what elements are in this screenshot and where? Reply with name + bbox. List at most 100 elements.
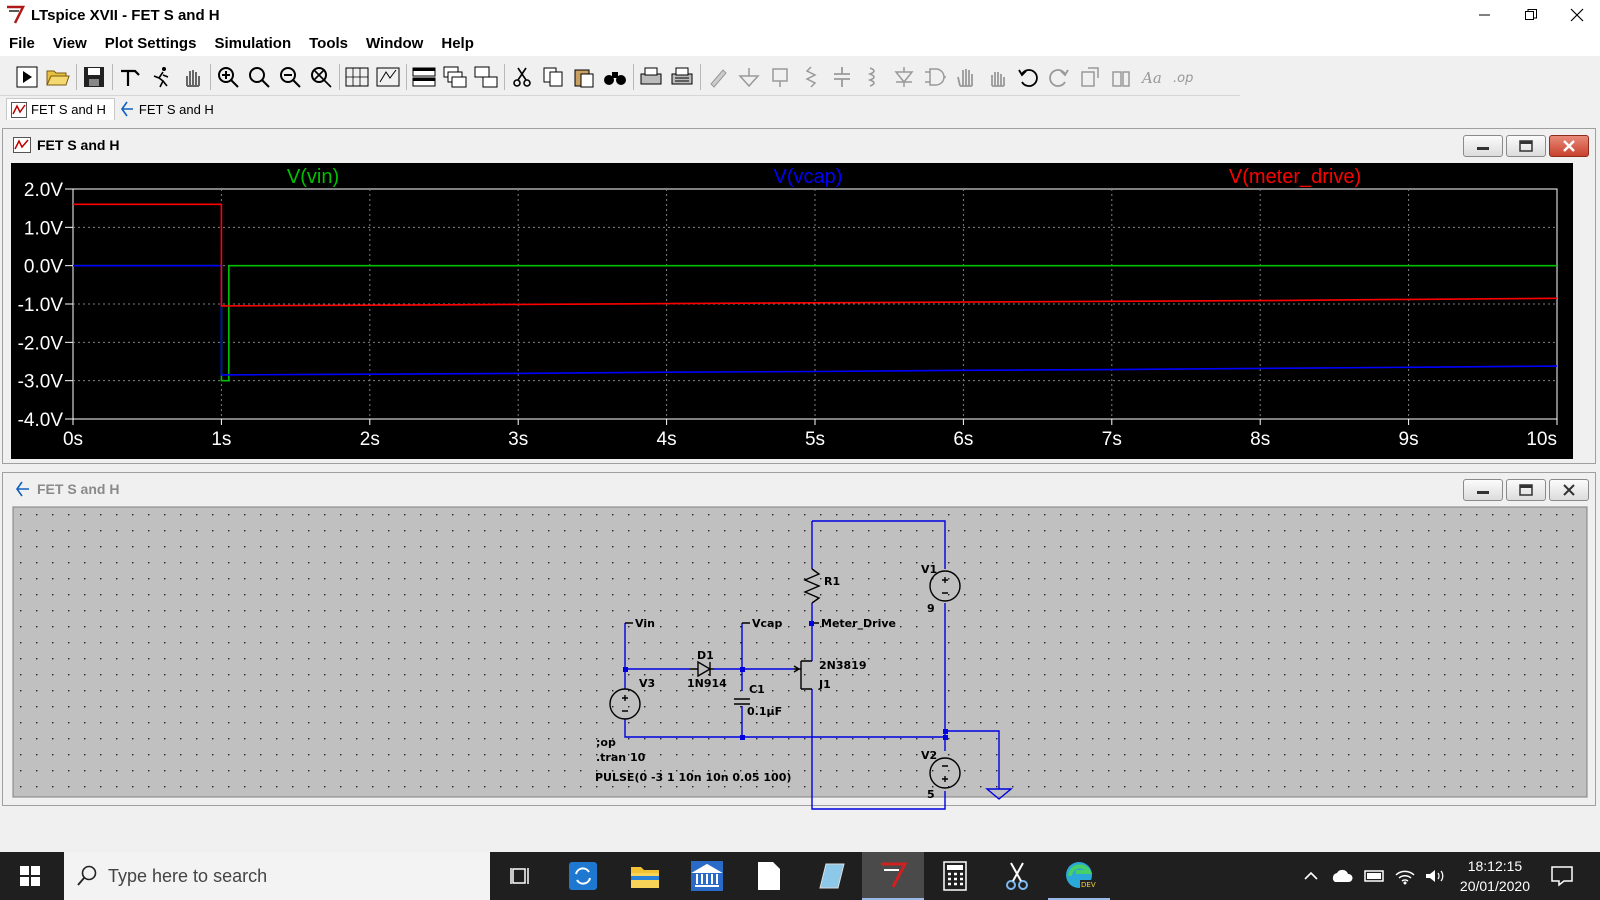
diode-d1[interactable] [690,660,714,678]
directive-op[interactable]: ;op [596,736,616,749]
schematic-close-button[interactable] [1549,479,1589,501]
taskbar-app-bank[interactable] [676,852,738,900]
net-label-meter-drive[interactable]: Meter_Drive [821,617,896,630]
halt-button[interactable] [148,64,174,90]
menu-file[interactable]: File [9,34,35,52]
undo-button[interactable] [1015,64,1041,90]
taskbar-app-ltspice[interactable] [862,852,924,900]
menu-tools[interactable]: Tools [309,34,348,52]
taskbar-search-box[interactable]: Type here to search [64,852,490,900]
run-button[interactable] [14,64,40,90]
jfet-j1[interactable] [793,660,812,690]
component-button[interactable] [922,64,948,90]
volume-icon[interactable] [1424,867,1446,885]
ref-j1[interactable]: J1 [818,678,831,691]
tile-vertical-button[interactable] [473,64,499,90]
taskbar-app-notes[interactable] [800,852,862,900]
tab-schematic[interactable]: FET S and H [115,98,222,120]
waveform-minimize-button[interactable] [1463,135,1503,157]
wire[interactable] [945,730,1000,789]
model-d1[interactable]: 1N914 [687,677,727,690]
voltage-source-v3[interactable] [609,688,641,720]
mirror-button[interactable] [1108,64,1134,90]
wire[interactable] [811,689,946,810]
menu-help[interactable]: Help [441,34,474,52]
diode-button[interactable] [891,64,917,90]
taskbar-app-snipping-tool[interactable] [986,852,1048,900]
value-v1[interactable]: 9 [927,602,935,615]
ref-v1[interactable]: V1 [921,563,937,576]
inductor-button[interactable] [860,64,886,90]
open-button[interactable] [45,64,71,90]
drag-button[interactable] [984,64,1010,90]
restore-button[interactable] [1508,0,1554,30]
net-label-vcap[interactable]: Vcap [752,617,782,630]
draw-wire-button[interactable] [705,64,731,90]
tab-waveform[interactable]: FET S and H [6,98,115,120]
close-button[interactable] [1554,0,1600,30]
wire[interactable] [812,520,946,569]
wifi-icon[interactable] [1394,867,1416,885]
value-c1[interactable]: 0.1µF [747,705,782,718]
copy-button[interactable] [540,64,566,90]
voltage-source-v2[interactable] [929,757,961,789]
capacitor-button[interactable] [829,64,855,90]
find-button[interactable] [602,64,628,90]
text-button[interactable]: Aa [1139,64,1165,90]
battery-icon[interactable] [1362,867,1386,885]
taskbar-clock[interactable]: 18:12:15 20/01/2020 [1460,856,1530,896]
taskbar-app-file-explorer[interactable] [614,852,676,900]
cloud-icon[interactable] [1330,867,1354,885]
paste-button[interactable] [571,64,597,90]
schematic-maximize-button[interactable] [1506,479,1546,501]
tile-horizontal-button[interactable] [411,64,437,90]
schematic-canvas[interactable]: Vin Vcap Meter_Drive R1 V1 9 D1 1N914 C1… [12,506,1588,810]
ground-symbol[interactable] [985,788,1013,800]
taskbar-app-edge-dev[interactable]: DEV [1048,852,1110,900]
plot-settings-button[interactable] [375,64,401,90]
chevron-up-icon[interactable] [1302,867,1320,885]
value-v2[interactable]: 5 [927,788,935,801]
resistor-button[interactable] [798,64,824,90]
pan-button[interactable] [179,64,205,90]
ref-d1[interactable]: D1 [697,649,714,662]
model-j1[interactable]: 2N3819 [819,659,866,672]
ground-button[interactable] [736,64,762,90]
zoom-out-button[interactable] [277,64,303,90]
cut-button[interactable] [509,64,535,90]
cascade-button[interactable] [442,64,468,90]
save-button[interactable] [81,64,107,90]
capacitor-c1[interactable] [734,698,750,705]
notification-icon[interactable] [1550,865,1574,887]
ref-c1[interactable]: C1 [749,683,765,696]
directive-tran[interactable]: .tran 10 [596,751,646,764]
label-net-button[interactable] [767,64,793,90]
ref-v3[interactable]: V3 [639,677,655,690]
print-button[interactable] [638,64,664,90]
redo-button[interactable] [1046,64,1072,90]
ref-v2[interactable]: V2 [921,749,937,762]
value-v3[interactable]: PULSE(0 -3 1 10n 10n 0.05 100) [595,771,791,784]
zoom-pan-button[interactable] [246,64,272,90]
zoom-fit-button[interactable] [308,64,334,90]
waveform-maximize-button[interactable] [1506,135,1546,157]
zoom-in-button[interactable] [215,64,241,90]
menu-plot-settings[interactable]: Plot Settings [104,34,197,52]
voltage-source-v1[interactable] [929,570,961,602]
wire[interactable] [624,719,945,738]
autorange-button[interactable] [344,64,370,90]
taskbar-app-calculator[interactable] [924,852,986,900]
rotate-button[interactable] [1077,64,1103,90]
waveform-close-button[interactable] [1549,135,1589,157]
resistor-r1[interactable] [803,568,821,604]
menu-window[interactable]: Window [366,34,424,52]
ref-r1[interactable]: R1 [824,575,840,588]
taskbar-app-sync[interactable] [552,852,614,900]
menu-view[interactable]: View [52,34,87,52]
taskbar-app-document[interactable] [738,852,800,900]
minimize-button[interactable] [1462,0,1508,30]
menu-simulation[interactable]: Simulation [214,34,292,52]
start-button[interactable] [0,852,60,900]
print-preview-button[interactable] [669,64,695,90]
